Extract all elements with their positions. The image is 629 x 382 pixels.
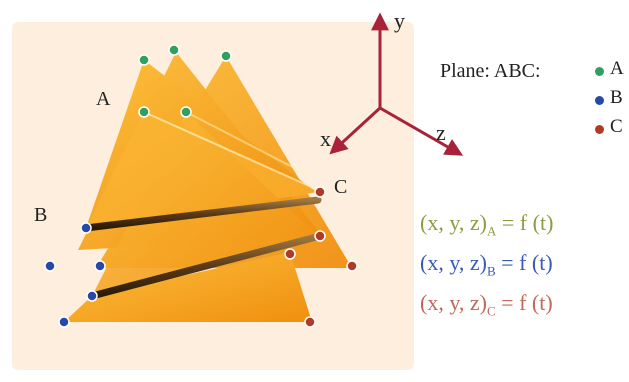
equation-c-main: (x, y, z) [420, 290, 487, 315]
point-b [44, 260, 56, 272]
point-a [138, 106, 150, 118]
triangle-front [64, 252, 312, 322]
bar [82, 196, 322, 232]
legend-label-b: B [610, 87, 623, 108]
point-c [314, 230, 326, 242]
equation-b: (x, y, z)B = f (t) [420, 250, 553, 279]
axis-z-line [379, 106, 464, 156]
point-c [346, 260, 358, 272]
legend-label-c: C [610, 116, 623, 137]
equation-c-sub: C [487, 303, 496, 319]
label-axis-y: y [394, 8, 405, 33]
legend-dot-a [595, 67, 604, 76]
bar [88, 232, 324, 300]
point-b [80, 222, 92, 234]
legend-title: Plane: ABC: [440, 60, 541, 82]
highlight-streak [185, 111, 311, 177]
point-b [58, 316, 70, 328]
legend-dot-b [595, 96, 604, 105]
label-axis-x: x [320, 126, 331, 151]
axis-x-line [329, 106, 382, 155]
point-c [304, 316, 316, 328]
point-c [284, 248, 296, 260]
label-vertex-b: B [34, 204, 48, 226]
label-vertex-a: A [96, 88, 111, 110]
point-c [314, 186, 326, 198]
point-a [168, 44, 180, 56]
highlight-streak [143, 111, 319, 191]
label-vertex-c: C [334, 176, 348, 198]
equation-a-rhs: = f (t) [496, 210, 554, 235]
equation-a-main: (x, y, z) [420, 210, 487, 235]
equation-a-sub: A [487, 223, 497, 239]
point-a [220, 50, 232, 62]
legend-label-a: A [610, 58, 624, 79]
point-b [86, 290, 98, 302]
point-a [138, 54, 150, 66]
point-b [94, 260, 106, 272]
label-axis-z: z [436, 120, 446, 145]
equation-b-main: (x, y, z) [420, 250, 487, 275]
equation-b-sub: B [487, 263, 496, 279]
equation-c-rhs: = f (t) [495, 290, 553, 315]
legend-dot-c [595, 125, 604, 134]
equation-b-rhs: = f (t) [495, 250, 553, 275]
equation-c: (x, y, z)C = f (t) [420, 290, 553, 319]
point-a [180, 106, 192, 118]
equation-a: (x, y, z)A = f (t) [420, 210, 553, 239]
